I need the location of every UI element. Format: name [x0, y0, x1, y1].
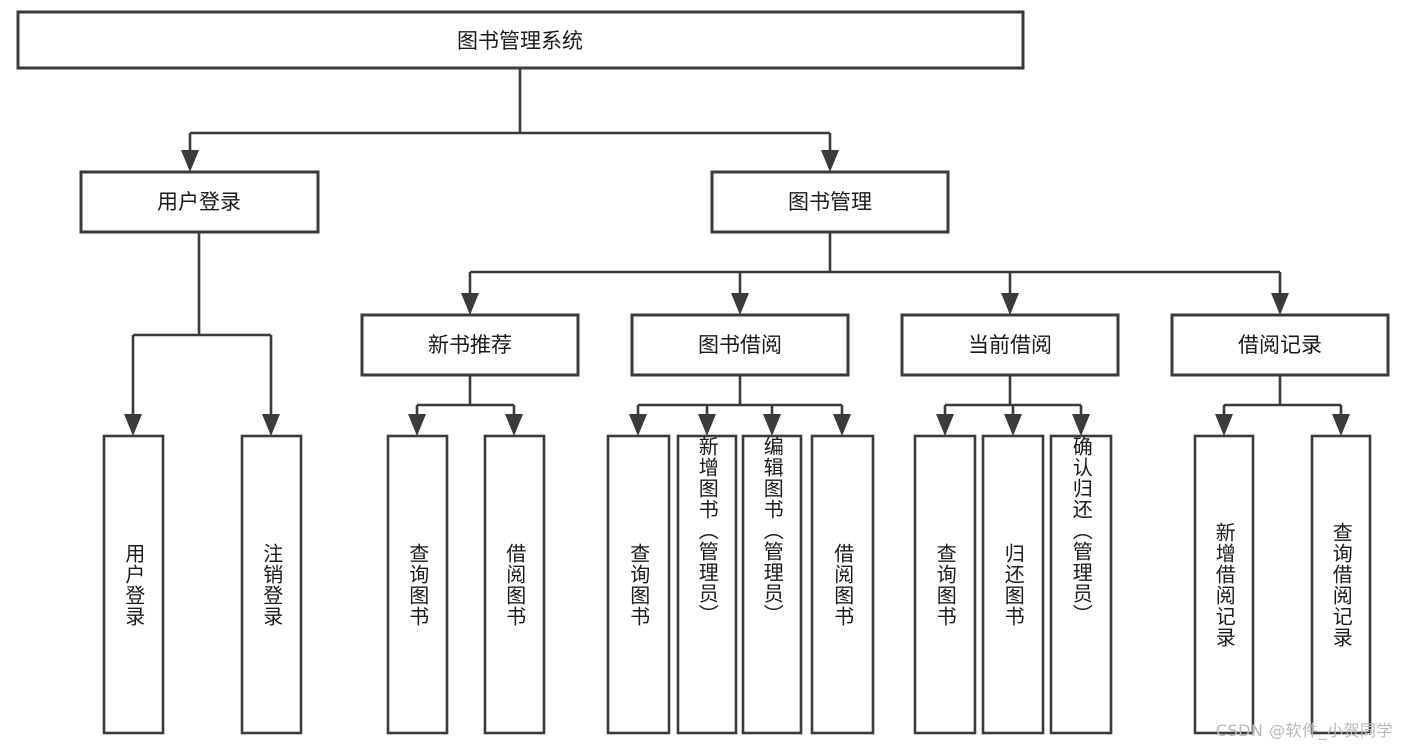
node-leaf-book-borrow-1[interactable] — [676, 434, 738, 735]
connector-userlogin-to-leaves — [124, 232, 280, 436]
arrow-head-icon — [629, 414, 647, 436]
node-book-borrow-label: 图书借阅 — [698, 333, 782, 357]
arrow-head-icon — [408, 414, 426, 436]
arrow-head-icon — [1001, 293, 1019, 315]
arrow-head-icon — [821, 150, 839, 172]
node-user-login-label: 用户登录 — [157, 190, 241, 214]
node-current-borrow-label: 当前借阅 — [968, 333, 1052, 357]
node-leaf-borrow-record-1[interactable] — [1310, 434, 1372, 735]
watermark-text: CSDN @软件_小贺同学 — [1215, 721, 1393, 740]
node-root-label: 图书管理系统 — [457, 29, 583, 53]
node-leaf-borrow-record-0[interactable] — [1193, 434, 1255, 735]
arrow-head-icon — [505, 414, 523, 436]
node-leaf-user-login-0[interactable] — [102, 434, 165, 735]
node-current-borrow[interactable]: 当前借阅 — [900, 313, 1120, 377]
node-leaf-new-book-1[interactable] — [483, 434, 546, 735]
node-leaf-book-borrow-0[interactable] — [606, 434, 671, 735]
connector-bookmgmt-to-level2 — [461, 232, 1289, 315]
arrow-head-icon — [763, 414, 781, 436]
node-book-borrow[interactable]: 图书借阅 — [630, 313, 850, 377]
node-book-management[interactable]: 图书管理 — [710, 170, 950, 234]
connector-currentborrow-to-leaves — [936, 375, 1090, 436]
arrow-head-icon — [181, 150, 199, 172]
node-book-management-label: 图书管理 — [788, 190, 872, 214]
node-borrow-record[interactable]: 借阅记录 — [1170, 313, 1390, 377]
node-leaf-current-borrow-1[interactable] — [981, 434, 1045, 735]
node-borrow-record-label: 借阅记录 — [1238, 333, 1322, 357]
arrow-head-icon — [1271, 293, 1289, 315]
node-new-book-recommend-label: 新书推荐 — [428, 333, 512, 357]
arrow-head-icon — [833, 414, 851, 436]
arrow-head-icon — [1332, 414, 1350, 436]
node-user-login[interactable]: 用户登录 — [79, 170, 320, 234]
arrow-head-icon — [698, 414, 716, 436]
arrow-head-icon — [731, 293, 749, 315]
arrow-head-icon — [1004, 414, 1022, 436]
arrow-head-icon — [1215, 414, 1233, 436]
node-leaf-user-login-1[interactable] — [240, 434, 303, 735]
connector-bookborrow-to-leaves — [629, 375, 851, 436]
arrow-head-icon — [936, 414, 954, 436]
node-leaf-current-borrow-0[interactable] — [913, 434, 977, 735]
arrow-head-icon — [461, 293, 479, 315]
arrow-head-icon — [262, 414, 280, 436]
node-leaf-book-borrow-2[interactable] — [741, 434, 803, 735]
node-leaf-new-book-0[interactable] — [386, 434, 449, 735]
arrow-head-icon — [124, 414, 142, 436]
connector-borrowrecord-to-leaves — [1215, 375, 1350, 436]
node-leaf-current-borrow-2[interactable] — [1049, 434, 1113, 735]
node-root[interactable]: 图书管理系统 — [16, 10, 1025, 70]
node-leaf-book-borrow-3[interactable] — [810, 434, 875, 735]
node-new-book-recommend[interactable]: 新书推荐 — [360, 313, 580, 377]
connector-root-to-level1 — [181, 68, 839, 172]
arrow-head-icon — [1072, 414, 1090, 436]
connector-newbook-to-leaves — [408, 375, 523, 436]
